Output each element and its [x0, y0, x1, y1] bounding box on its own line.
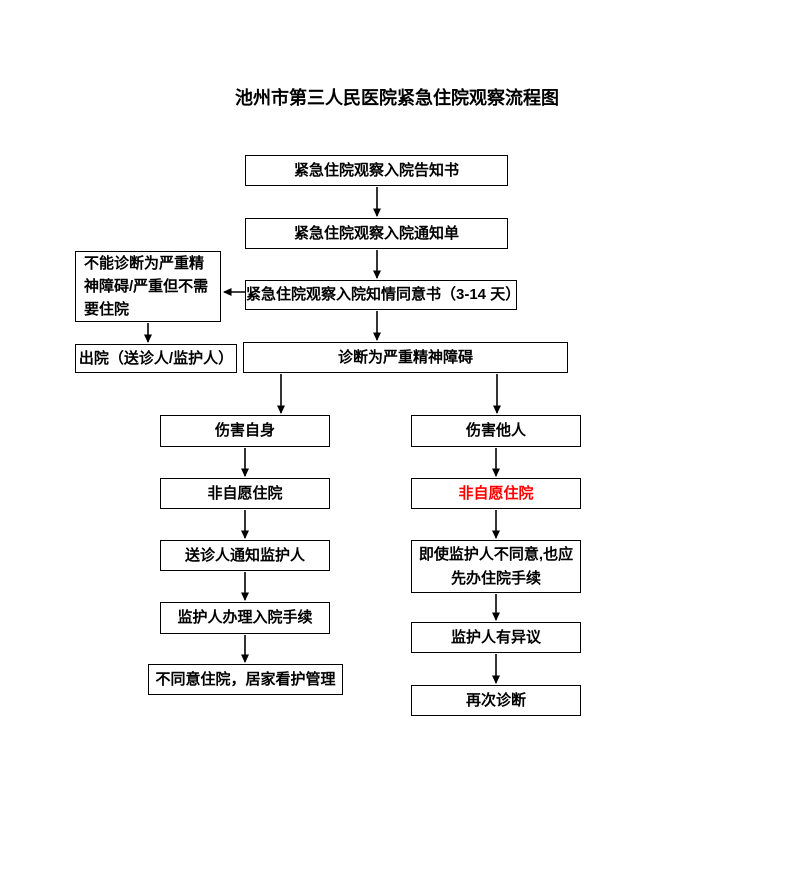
node-admission-notice: 紧急住院观察入院告知书 [245, 155, 508, 186]
node-harm-others: 伤害他人 [411, 415, 581, 447]
node-guardian-admission: 监护人办理入院手续 [160, 602, 330, 634]
node-home-care: 不同意住院，居家看护管理 [148, 664, 343, 695]
node-informed-consent: 紧急住院观察入院知情同意书（3-14 天） [245, 280, 520, 310]
node-involuntary-right: 非自愿住院 [411, 478, 581, 509]
node-guardian-objection: 监护人有异议 [411, 622, 581, 653]
node-notify-guardian: 送诊人通知监护人 [160, 540, 330, 571]
page-title: 池州市第三人民医院紧急住院观察流程图 [235, 88, 559, 108]
node-discharge: 出院（送诊人/监护人） [75, 344, 237, 373]
node-rediagnosis: 再次诊断 [411, 685, 581, 716]
node-harm-self: 伤害自身 [160, 415, 330, 447]
node-admission-slip: 紧急住院观察入院通知单 [245, 218, 508, 249]
node-involuntary-left: 非自愿住院 [160, 478, 330, 509]
node-not-severe-diagnosis: 不能诊断为严重精 神障碍/严重但不需 要住院 [75, 251, 221, 322]
node-diagnosed-severe: 诊断为严重精神障碍 [243, 342, 568, 373]
node-admit-first: 即使监护人不同意,也应 先办住院手续 [411, 540, 581, 593]
